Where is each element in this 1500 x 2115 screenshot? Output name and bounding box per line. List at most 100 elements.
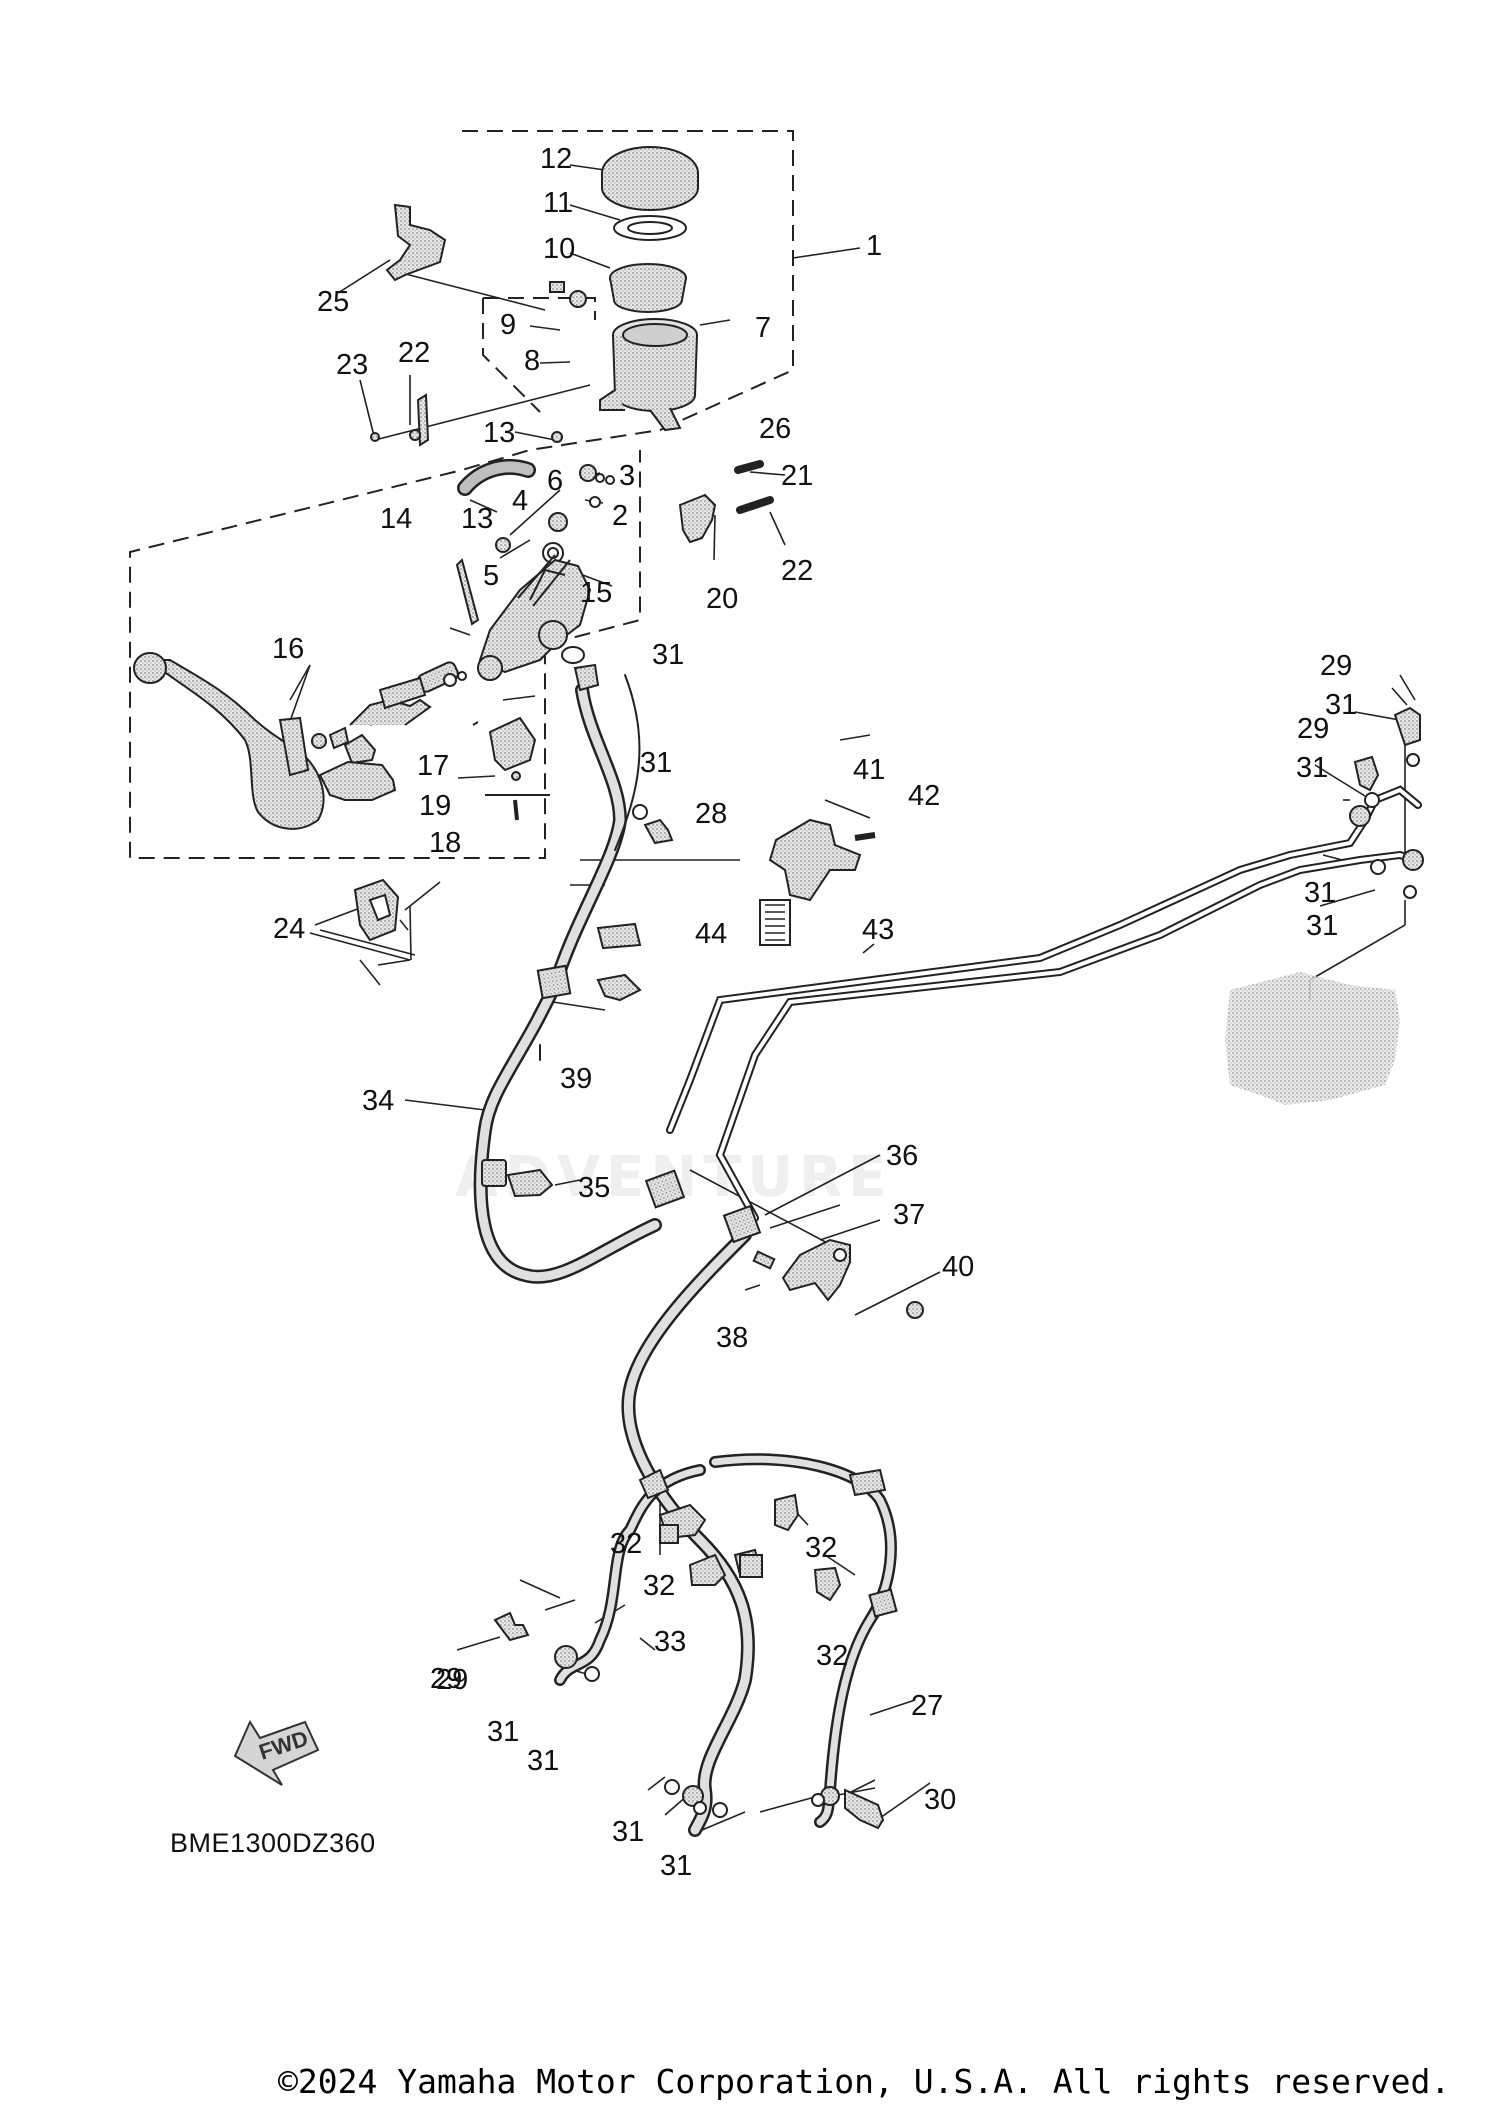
- callout-10: 10: [543, 233, 575, 265]
- switch: [488, 716, 537, 772]
- callout-31: 31: [1296, 752, 1328, 784]
- callout-6: 6: [547, 465, 563, 497]
- label-43: [759, 899, 791, 946]
- lever-ball: [133, 652, 167, 684]
- callout-25: 25: [317, 286, 349, 318]
- callout-29: 29: [430, 1663, 462, 1695]
- callout-2: 2: [612, 500, 628, 532]
- clamp-33: [688, 1553, 727, 1586]
- callout-22: 22: [781, 555, 813, 587]
- leader-lines: [277, 164, 1416, 1836]
- joint-block-left: [644, 1169, 686, 1209]
- callout-labels: 1234567891011121313141516171819202122222…: [272, 143, 1357, 1882]
- bracket-23: [416, 393, 430, 447]
- callout-31: 31: [660, 1850, 692, 1882]
- callout-39: 39: [560, 1063, 592, 1095]
- callout-29: 29: [1320, 650, 1352, 682]
- callout-3: 3: [619, 460, 635, 492]
- callout-19: 19: [419, 790, 451, 822]
- callout-38: 38: [716, 1322, 748, 1354]
- hose-fittings: [481, 646, 1424, 1830]
- bolt-30: [844, 1788, 885, 1830]
- hose-joint: [569, 290, 587, 308]
- callout-12: 12: [540, 143, 572, 175]
- callout-8: 8: [524, 345, 540, 377]
- callout-31: 31: [640, 747, 672, 779]
- push-rod: [455, 558, 480, 626]
- plug: [549, 281, 565, 293]
- bracket-41: [768, 818, 862, 902]
- callout-34: 34: [362, 1085, 394, 1117]
- callout-23: 23: [336, 349, 368, 381]
- callout-21: 21: [781, 460, 813, 492]
- callout-17: 17: [417, 750, 449, 782]
- callout-4: 4: [512, 485, 528, 517]
- callout-15: 15: [580, 577, 612, 609]
- callout-24: 24: [273, 913, 305, 945]
- clamp-35: [506, 1168, 554, 1198]
- lever-spring: [278, 716, 310, 777]
- callout-26: 26: [759, 413, 791, 445]
- clamp-32-top: [596, 973, 642, 1002]
- callout-28: 28: [695, 798, 727, 830]
- bracket-26: [385, 203, 447, 282]
- callout-29: 29: [436, 1664, 468, 1696]
- callout-5: 5: [483, 560, 499, 592]
- callout-22: 22: [398, 337, 430, 369]
- callout-43: 43: [862, 914, 894, 946]
- bolt-29-mid: [643, 818, 674, 845]
- bolt-29-right-a: [1393, 706, 1421, 747]
- callout-32: 32: [610, 1528, 642, 1560]
- callout-32: 32: [643, 1570, 675, 1602]
- callout-32: 32: [816, 1640, 848, 1672]
- callout-27: 27: [911, 1690, 943, 1722]
- bolt-29-right-b: [1353, 755, 1380, 792]
- callout-20: 20: [706, 583, 738, 615]
- clamp-upper: [579, 464, 597, 482]
- union-upper: [573, 663, 600, 692]
- callout-36: 36: [886, 1140, 918, 1172]
- callout-7: 7: [755, 312, 771, 344]
- fitting-32-right: [813, 1566, 842, 1602]
- callout-16: 16: [272, 633, 304, 665]
- callout-31: 31: [612, 1816, 644, 1848]
- callout-31: 31: [1304, 877, 1336, 909]
- callout-31: 31: [652, 639, 684, 671]
- callout-32: 32: [805, 1532, 837, 1564]
- fwd-arrow: FWD: [233, 1719, 320, 1786]
- callout-33: 33: [654, 1626, 686, 1658]
- callout-9: 9: [500, 309, 516, 341]
- fitting-32-mid: [774, 1493, 800, 1532]
- callout-35: 35: [578, 1172, 610, 1204]
- callout-31: 31: [487, 1716, 519, 1748]
- callout-11: 11: [543, 187, 573, 219]
- clamp-44: [596, 922, 642, 950]
- callout-13: 13: [461, 503, 493, 535]
- callout-13: 13: [483, 417, 515, 449]
- callout-40: 40: [942, 1251, 974, 1283]
- callout-44: 44: [695, 918, 727, 950]
- spring: [328, 726, 350, 750]
- abs-unit: [1225, 972, 1400, 1105]
- copyright-notice: ©2024 Yamaha Motor Corporation, U.S.A. A…: [278, 2062, 1451, 2101]
- nut-40: [906, 1301, 924, 1319]
- callout-18: 18: [429, 827, 461, 859]
- bolt-29-left: [493, 1611, 530, 1642]
- joint-block-right: [722, 1204, 762, 1244]
- callout-31: 31: [1325, 689, 1357, 721]
- callout-1: 1: [866, 230, 882, 262]
- brake-lever: [147, 659, 325, 830]
- callout-37: 37: [893, 1199, 925, 1231]
- master-cylinder-parts: [133, 146, 774, 942]
- bolt-38: [752, 1250, 776, 1270]
- callout-29: 29: [1297, 713, 1329, 745]
- callout-42: 42: [908, 780, 940, 812]
- callout-31: 31: [527, 1745, 559, 1777]
- callout-41: 41: [853, 754, 885, 786]
- callout-14: 14: [380, 503, 412, 535]
- knob-holder: [678, 493, 717, 544]
- callout-31: 31: [1306, 910, 1338, 942]
- diagram-code: BME1300DZ360: [170, 1828, 376, 1858]
- callout-30: 30: [924, 1784, 956, 1816]
